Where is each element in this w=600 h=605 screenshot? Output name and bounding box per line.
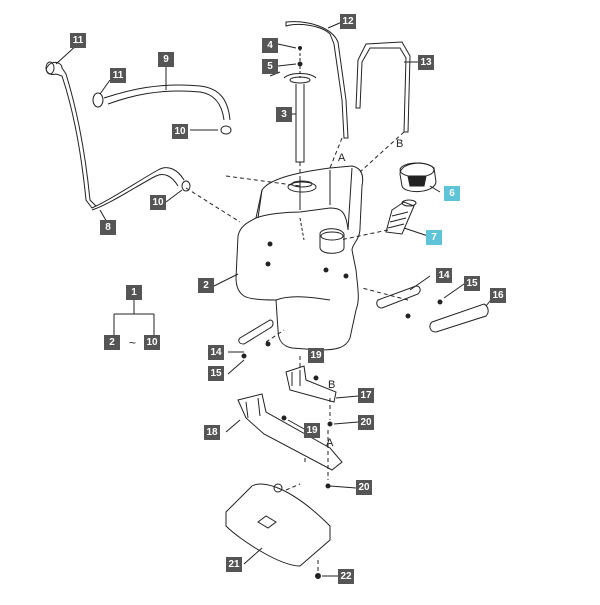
leader-lines xyxy=(185,131,409,572)
callout-20: 20 xyxy=(356,480,372,495)
callout-17: 17 xyxy=(358,388,374,403)
callout-15: 15 xyxy=(208,366,224,381)
reference-letter-b: B xyxy=(328,379,336,391)
callout-10: 10 xyxy=(172,124,188,139)
callout-18: 18 xyxy=(204,425,220,440)
callout-16: 16 xyxy=(490,288,506,303)
callout-14: 14 xyxy=(208,345,224,360)
bracket-right-pair xyxy=(376,285,489,333)
callout-2: 2 xyxy=(198,278,214,293)
reference-letter-a: A xyxy=(338,152,346,164)
bracket-left-pair xyxy=(238,319,274,359)
callout-20: 20 xyxy=(358,415,374,430)
callout-22: 22 xyxy=(338,569,354,584)
fuel-cap xyxy=(399,162,437,192)
callout-11: 11 xyxy=(110,68,126,83)
callout-1: 1 xyxy=(126,285,142,300)
callout-15: 15 xyxy=(464,276,480,291)
callout-5: 5 xyxy=(262,59,278,74)
hose-left xyxy=(45,61,185,211)
callout-13: 13 xyxy=(418,55,434,70)
support-bracket-18 xyxy=(237,393,343,489)
callout-leaders xyxy=(55,21,495,577)
callout-14: 14 xyxy=(436,268,452,283)
callout-7: 7 xyxy=(426,230,442,245)
callout-8: 8 xyxy=(100,220,116,235)
tank-strap-upper xyxy=(285,21,349,139)
callout-6: 6 xyxy=(444,186,460,201)
tank-strap-frame xyxy=(355,41,411,133)
reference-letter-a: A xyxy=(326,437,334,449)
callout-10: 10 xyxy=(150,195,166,210)
callout-11: 11 xyxy=(70,33,86,48)
reference-letter-b: B xyxy=(396,138,404,150)
callout-12: 12 xyxy=(340,14,356,29)
callout-2: 2 xyxy=(104,335,120,350)
callout-19: 19 xyxy=(304,423,320,438)
callout-3: 3 xyxy=(276,107,292,122)
filler-neck xyxy=(385,199,417,235)
callout-4: 4 xyxy=(262,38,278,53)
callout-21: 21 xyxy=(226,557,242,572)
range-tilde: ~ xyxy=(129,336,137,350)
callout-10: 10 xyxy=(144,335,160,350)
callout-9: 9 xyxy=(158,52,174,67)
callout-19: 19 xyxy=(308,348,324,363)
step-plate xyxy=(225,483,331,579)
support-bracket-17 xyxy=(285,365,337,403)
fuel-tank xyxy=(235,165,364,351)
hose-upper xyxy=(45,61,232,192)
